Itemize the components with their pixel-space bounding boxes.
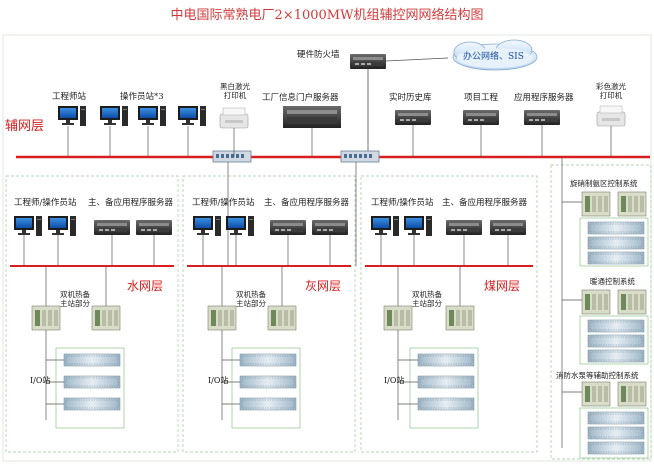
s2-eng-op-label: 工程师/操作员站 bbox=[192, 198, 255, 208]
s1-io-rack-2 bbox=[63, 375, 121, 389]
color-printer-label: 彩色激光打印机 bbox=[596, 82, 626, 100]
portal-server bbox=[283, 106, 341, 128]
aux-layer-label: 辅网层 bbox=[5, 119, 45, 134]
s3-links bbox=[380, 235, 509, 308]
s2-io-rack-3 bbox=[239, 397, 297, 411]
s1-io-links bbox=[45, 330, 64, 420]
engineer-station-pc bbox=[58, 106, 86, 126]
s1-layer-label: 水网层 bbox=[127, 279, 164, 293]
s1-dual-label: 双机热备主站部分 bbox=[60, 290, 90, 308]
s2-plc-2 bbox=[267, 305, 297, 331]
s2-io-links bbox=[221, 330, 240, 420]
diagram-title: 中电国际常熟电厂2×1000MW机组辅控网网络结构图 bbox=[170, 8, 484, 23]
s1-io-rack-1 bbox=[63, 353, 121, 367]
s2-layer-label: 灰网层 bbox=[305, 279, 342, 293]
s2-io-rack-1 bbox=[239, 353, 297, 367]
s2-links bbox=[202, 235, 331, 308]
s1-links bbox=[23, 235, 155, 308]
s3-io-box bbox=[409, 347, 479, 429]
top-drops bbox=[67, 125, 612, 157]
s1-plc-2 bbox=[91, 305, 121, 331]
firewall-label: 硬件防火墙 bbox=[297, 50, 340, 60]
s1-eng-op-label: 工程师/操作员站 bbox=[14, 198, 77, 208]
s2-servers-label: 主、备应用程序服务器 bbox=[264, 198, 350, 208]
s3-servers-label: 主、备应用程序服务器 bbox=[442, 198, 528, 208]
cloud-shape bbox=[452, 39, 538, 71]
right-region-box bbox=[550, 164, 652, 460]
core-switch-1 bbox=[212, 150, 252, 163]
s3-server-2 bbox=[490, 220, 526, 235]
operator-station-pc-1 bbox=[100, 106, 128, 126]
s2-dual-label: 双机热备主站部分 bbox=[236, 290, 266, 308]
s3-io-rack-2 bbox=[417, 375, 475, 389]
s3-io-rack-1 bbox=[417, 353, 475, 367]
s3-dual-label: 双机热备主站部分 bbox=[412, 290, 442, 308]
realtime-db-label: 实时历史库 bbox=[389, 93, 432, 103]
right-system-2-label: 暖通控制系统 bbox=[590, 277, 635, 286]
firewall-device bbox=[350, 54, 386, 69]
bw-printer bbox=[219, 107, 249, 129]
operator-station-label: 操作员站*3 bbox=[120, 92, 164, 102]
right-system-2 bbox=[562, 289, 649, 365]
s3-layer-label: 煤网层 bbox=[484, 279, 521, 293]
section-boxes bbox=[5, 175, 538, 453]
s2-plc-1 bbox=[207, 305, 237, 331]
s2-io-rack-2 bbox=[239, 375, 297, 389]
s3-pc-2 bbox=[404, 216, 432, 236]
project-label: 项目工程 bbox=[464, 93, 499, 103]
right-system-3 bbox=[562, 381, 649, 459]
s2-io-box bbox=[231, 347, 301, 429]
operator-station-pc-2 bbox=[138, 106, 166, 126]
s3-eng-op-label: 工程师/操作员站 bbox=[371, 198, 434, 208]
s1-server-1 bbox=[94, 220, 130, 235]
s1-io-label: I/O站 bbox=[30, 376, 51, 385]
s1-io-rack-3 bbox=[63, 397, 121, 411]
s1-server-2 bbox=[136, 220, 172, 235]
bw-printer-label: 黑白激光打印机 bbox=[220, 82, 250, 100]
color-printer bbox=[596, 105, 626, 127]
s2-io-label: I/O站 bbox=[208, 376, 229, 385]
s3-io-rack-3 bbox=[417, 397, 475, 411]
s1-io-box bbox=[55, 347, 125, 429]
s1-plc-1 bbox=[31, 305, 61, 331]
s2-server-1 bbox=[270, 220, 306, 235]
s3-pc-1 bbox=[371, 216, 399, 236]
right-system-1 bbox=[562, 191, 649, 267]
cloud-link bbox=[385, 57, 449, 62]
s1-pc-1 bbox=[14, 216, 42, 236]
s3-io-label: I/O站 bbox=[384, 376, 405, 385]
s2-pc-2 bbox=[226, 216, 254, 236]
realtime-db-server bbox=[395, 110, 431, 125]
section-drops bbox=[227, 157, 563, 448]
s1-pc-2 bbox=[48, 216, 76, 236]
s3-server-1 bbox=[446, 220, 482, 235]
s3-plc-2 bbox=[445, 305, 475, 331]
s1-servers-label: 主、备应用程序服务器 bbox=[88, 198, 174, 208]
s2-pc-1 bbox=[193, 216, 221, 236]
operator-station-pc-3 bbox=[178, 106, 206, 126]
app-server bbox=[524, 110, 560, 125]
portal-server-label: 工厂信息门户服务器 bbox=[262, 93, 339, 103]
app-server-label: 应用程序服务器 bbox=[514, 93, 574, 103]
right-system-1-label: 旋硝制氨区控制系统 bbox=[570, 179, 638, 188]
project-server bbox=[463, 110, 499, 125]
s2-server-2 bbox=[312, 220, 348, 235]
core-switch-2 bbox=[340, 150, 380, 163]
s3-plc-1 bbox=[383, 305, 413, 331]
s3-io-links bbox=[397, 330, 418, 420]
engineer-station-label: 工程师站 bbox=[52, 92, 87, 102]
right-system-3-label: 消防水泵等辅助控制系统 bbox=[556, 371, 639, 380]
cloud-label: 办公网络、SIS bbox=[463, 52, 524, 62]
